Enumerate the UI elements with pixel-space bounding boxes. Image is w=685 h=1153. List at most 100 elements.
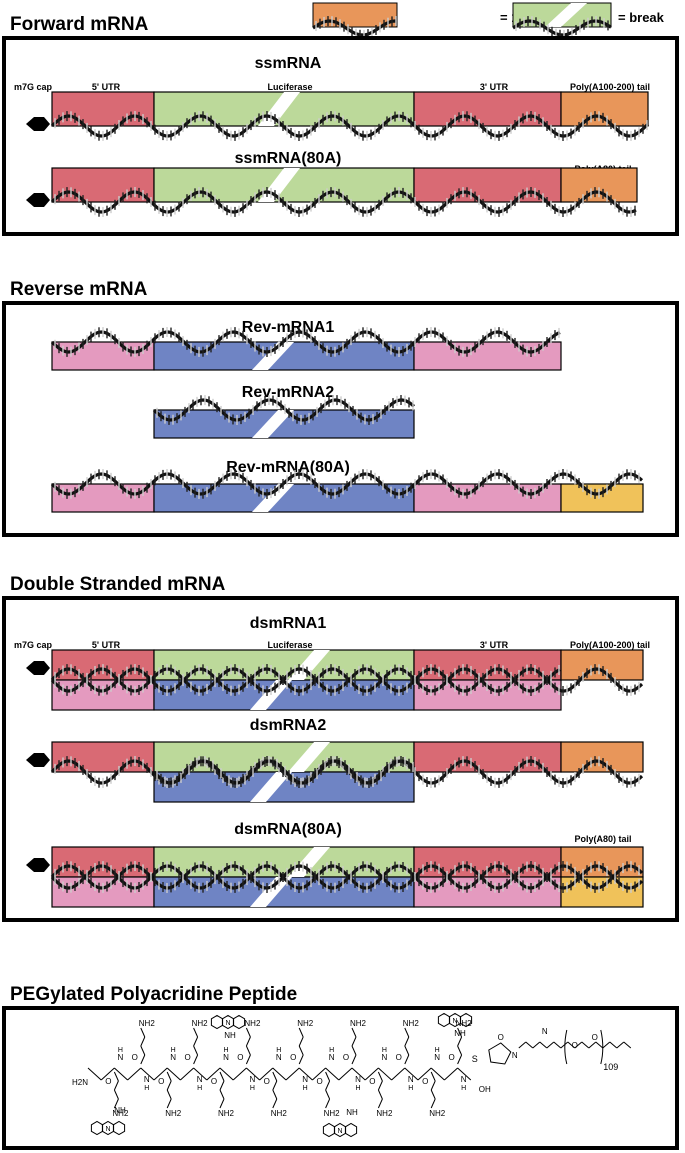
amide-n: N — [197, 1075, 203, 1084]
c-ds2-break-top — [288, 742, 330, 772]
acridine-top-left-n: N — [225, 1020, 230, 1027]
side-chain-bond — [166, 1080, 172, 1091]
amide-h: H — [408, 1085, 413, 1092]
amide-h: H — [303, 1085, 308, 1092]
side-chain-bond — [430, 1089, 436, 1100]
legend: = 100 bases = break — [312, 2, 665, 40]
amide-h: H — [118, 1047, 123, 1054]
side-chain-bond — [113, 1089, 119, 1100]
amide-h: H — [197, 1085, 202, 1092]
amide-h: H — [355, 1085, 360, 1092]
c-ds1-polya — [560, 649, 644, 681]
backbone-bond — [100, 1067, 115, 1081]
side-chain-bond — [193, 1036, 199, 1047]
amide-n: N — [276, 1053, 282, 1062]
h2n-label: H2N — [72, 1078, 88, 1087]
amide-n: N — [144, 1075, 150, 1084]
ssmrna-construct — [26, 91, 650, 141]
backbone-bond — [180, 1067, 194, 1081]
peptide-panel — [2, 1006, 679, 1150]
side-chain-bond — [377, 1071, 383, 1082]
side-chain-bond — [351, 1027, 357, 1038]
acridine-bottom-left-ring — [112, 1120, 126, 1136]
c-ds1-cap — [26, 661, 50, 675]
side-chain-bond — [430, 1071, 436, 1082]
rev80a-title: Rev-mRNA(80A) — [226, 459, 350, 476]
c-ds80a-bottom-rungs — [54, 861, 640, 893]
backbone-bond — [166, 1067, 181, 1081]
amide-h: H — [329, 1047, 334, 1054]
peg-o: O — [592, 1033, 598, 1042]
side-chain-bond — [325, 1089, 331, 1100]
c-ssmrna80a-polya — [560, 167, 638, 203]
lysine-nh2: NH2 — [324, 1109, 341, 1118]
side-chain-bond — [219, 1071, 225, 1082]
c-ssmrna80a-utr5 — [51, 167, 155, 203]
peg-o: O — [572, 1041, 578, 1050]
peg-bond — [588, 1041, 597, 1049]
lysine-nh2: NH2 — [271, 1109, 288, 1118]
ds80a-title: dsmRNA(80A) — [234, 821, 342, 838]
carbonyl-o: O — [369, 1077, 375, 1086]
peg-bond — [574, 1041, 583, 1049]
backbone-bond — [140, 1067, 155, 1081]
side-chain-bond — [377, 1098, 383, 1109]
ds1-tail-label: Poly(A100-200) tail — [570, 640, 650, 650]
amide-n: N — [355, 1075, 361, 1084]
amide-n: N — [329, 1053, 335, 1062]
backbone-bond — [219, 1067, 234, 1081]
lysine-nh2: NH2 — [456, 1019, 473, 1028]
lysine-nh2: NH2 — [429, 1109, 446, 1118]
amide-h: H — [171, 1047, 176, 1054]
c-ssmrna80a-rungs — [54, 187, 636, 217]
peg-bond — [553, 1041, 562, 1049]
c-rev80a-rungs — [54, 469, 640, 499]
c-ssmrna-rungs — [54, 111, 648, 141]
peg-bond — [560, 1041, 569, 1049]
acridine-bottom-right-n: N — [337, 1128, 342, 1135]
side-chain-bond — [457, 1027, 463, 1038]
ds80a-construct — [26, 846, 644, 908]
carbonyl-o: O — [105, 1077, 111, 1086]
peptide-section-title: PEGylated Polyacridine Peptide — [10, 984, 297, 1005]
side-chain-bond — [166, 1071, 172, 1082]
legend-unit-backbone — [312, 19, 398, 37]
c-ds1-bottom-rungs — [54, 664, 560, 696]
c-ds2-cap — [26, 753, 50, 767]
amide-n: N — [250, 1075, 256, 1084]
c-ssmrna-polya — [560, 91, 649, 127]
carbonyl-o: O — [158, 1077, 164, 1086]
side-chain-bond — [404, 1045, 410, 1056]
backbone-bond — [457, 1067, 472, 1081]
carbonyl-o: O — [211, 1077, 217, 1086]
backbone-bond — [338, 1067, 353, 1081]
ds1-title: dsmRNA1 — [250, 615, 327, 632]
acridine-bottom-left: N — [90, 1120, 126, 1136]
ssmrna80a-construct — [26, 167, 638, 217]
peg-bond — [518, 1041, 527, 1049]
side-chain-bond — [351, 1036, 357, 1047]
peg-bond — [546, 1041, 555, 1049]
ds80a-tail-label: Poly(A80) tail — [574, 834, 631, 844]
c-ds80a-rev-polya — [560, 876, 644, 908]
side-chain-bond — [245, 1036, 251, 1047]
ds1-utr5-label: 5' UTR — [92, 640, 121, 650]
backbone-bond — [232, 1067, 247, 1081]
acridine-nh: NH — [114, 1106, 126, 1115]
c-ds2-break-bottom — [250, 772, 292, 802]
lysine-nh2: NH2 — [139, 1019, 156, 1028]
side-chain-bond — [404, 1036, 410, 1047]
rev80a-construct — [50, 469, 644, 513]
side-chain-bond — [113, 1071, 119, 1082]
backbone-bond — [312, 1067, 326, 1081]
ssmrna-gene-label: Luciferase — [267, 82, 312, 92]
acridine-bottom-left-n: N — [105, 1126, 110, 1133]
side-chain-bond — [140, 1036, 146, 1047]
rev2-title: Rev-mRNA2 — [242, 384, 335, 401]
side-chain-bond — [166, 1089, 172, 1100]
amide-n: N — [461, 1075, 467, 1084]
acridine-top-left-ring — [232, 1014, 246, 1030]
backbone-bond — [206, 1067, 221, 1081]
side-chain-bond — [245, 1045, 251, 1056]
acridine-bottom-right-ring — [344, 1122, 358, 1138]
